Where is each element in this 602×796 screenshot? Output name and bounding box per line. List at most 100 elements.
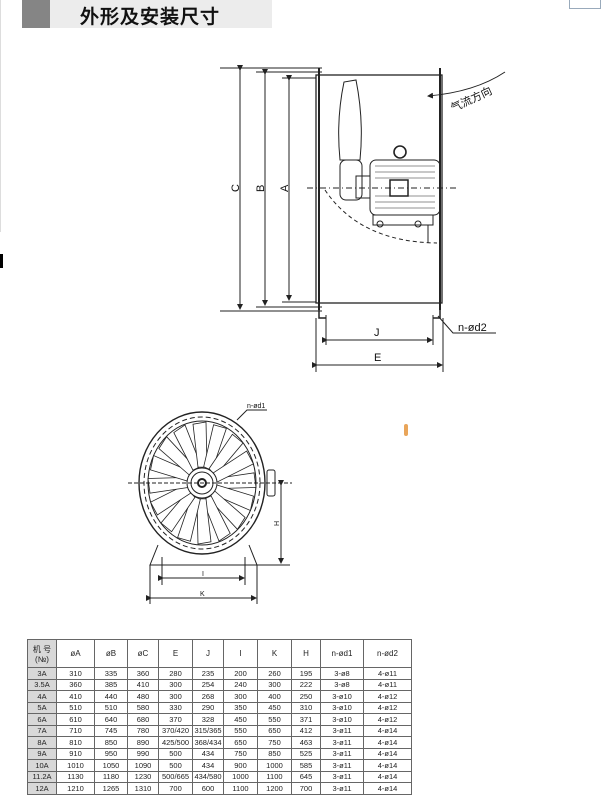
value-cell: 680 [127, 713, 159, 726]
value-cell: 1100 [223, 782, 258, 795]
value-cell: 240 [223, 678, 258, 691]
model-cell: 8A [27, 736, 57, 749]
page-edge [0, 0, 1, 232]
value-cell: 4-ø12 [363, 713, 412, 726]
column-header: øB [94, 639, 128, 668]
header-square [22, 0, 50, 28]
value-cell: 200 [223, 667, 258, 680]
value-cell: 335 [94, 667, 128, 680]
value-cell: 410 [56, 690, 95, 703]
side-view-drawing: C B A J E n-ød2 气流方向 [220, 65, 506, 372]
value-cell: 1210 [56, 782, 95, 795]
blades [147, 421, 257, 545]
model-cell: 3A [27, 667, 57, 680]
value-cell: 3-ø11 [320, 770, 364, 783]
label-h: H [274, 521, 281, 526]
value-cell: 260 [257, 667, 292, 680]
lifting-eye [393, 145, 407, 159]
value-cell: 300 [257, 678, 292, 691]
value-cell: 750 [257, 736, 292, 749]
value-cell: 650 [257, 724, 292, 737]
model-cell: 9A [27, 747, 57, 760]
value-cell: 1230 [127, 770, 159, 783]
value-cell: 290 [192, 701, 224, 714]
corner-box [569, 0, 601, 9]
value-cell: 3-ø11 [320, 736, 364, 749]
column-header: øA [56, 639, 95, 668]
value-cell: 3-ø10 [320, 690, 364, 703]
value-cell: 440 [94, 690, 128, 703]
value-cell: 1100 [257, 770, 292, 783]
value-cell: 4-ø14 [363, 747, 412, 760]
value-cell: 434 [192, 747, 224, 760]
value-cell: 1310 [127, 782, 159, 795]
column-header: H [291, 639, 321, 668]
value-cell: 3-ø11 [320, 759, 364, 772]
value-cell: 1200 [257, 782, 292, 795]
column-header: K [257, 639, 292, 668]
value-cell: 500 [158, 759, 193, 772]
value-cell: 310 [291, 701, 321, 714]
model-cell: 3.5A [27, 678, 57, 691]
value-cell: 585 [291, 759, 321, 772]
model-cell: 4A [27, 690, 57, 703]
value-cell: 235 [192, 667, 224, 680]
impeller-hub-shape [338, 79, 362, 161]
value-cell: 463 [291, 736, 321, 749]
value-cell: 525 [291, 747, 321, 760]
value-cell: 510 [56, 701, 95, 714]
value-cell: 550 [257, 713, 292, 726]
label-e: E [374, 352, 381, 364]
front-view-drawing: n-ød1 H I K [128, 403, 292, 604]
value-cell: 371 [291, 713, 321, 726]
model-cell: 7A [27, 724, 57, 737]
value-cell: 750 [223, 747, 258, 760]
label-n-d1: n-ød1 [247, 403, 265, 410]
label-i: I [202, 571, 204, 578]
value-cell: 450 [257, 701, 292, 714]
model-cell: 12A [27, 782, 57, 795]
value-cell: 900 [223, 759, 258, 772]
value-cell: 425/500 [158, 736, 193, 749]
label-j: J [374, 327, 380, 339]
hole-leader [437, 315, 496, 334]
value-cell: 4-ø11 [363, 667, 412, 680]
value-cell: 950 [94, 747, 128, 760]
value-cell: 510 [94, 701, 128, 714]
value-cell: 3-ø11 [320, 724, 364, 737]
model-cell: 10A [27, 759, 57, 772]
value-cell: 710 [56, 724, 95, 737]
value-cell: 500/665 [158, 770, 193, 783]
value-cell: 4-ø11 [363, 678, 412, 691]
value-cell: 268 [192, 690, 224, 703]
value-cell: 4-ø14 [363, 724, 412, 737]
value-cell: 370 [158, 713, 193, 726]
value-cell: 610 [56, 713, 95, 726]
value-cell: 780 [127, 724, 159, 737]
value-cell: 434 [192, 759, 224, 772]
value-cell: 3-ø11 [320, 782, 364, 795]
value-cell: 700 [291, 782, 321, 795]
value-cell: 650 [223, 736, 258, 749]
value-cell: 195 [291, 667, 321, 680]
label-c: C [230, 184, 242, 192]
duct-body [315, 74, 443, 304]
value-cell: 890 [127, 736, 159, 749]
value-cell: 4-ø14 [363, 736, 412, 749]
column-header: n-ød2 [363, 639, 412, 668]
value-cell: 810 [56, 736, 95, 749]
airflow-arrow-icon [427, 71, 506, 99]
value-cell: 222 [291, 678, 321, 691]
model-cell: 6A [27, 713, 57, 726]
value-cell: 480 [127, 690, 159, 703]
value-cell: 1130 [56, 770, 95, 783]
column-header: J [192, 639, 224, 668]
